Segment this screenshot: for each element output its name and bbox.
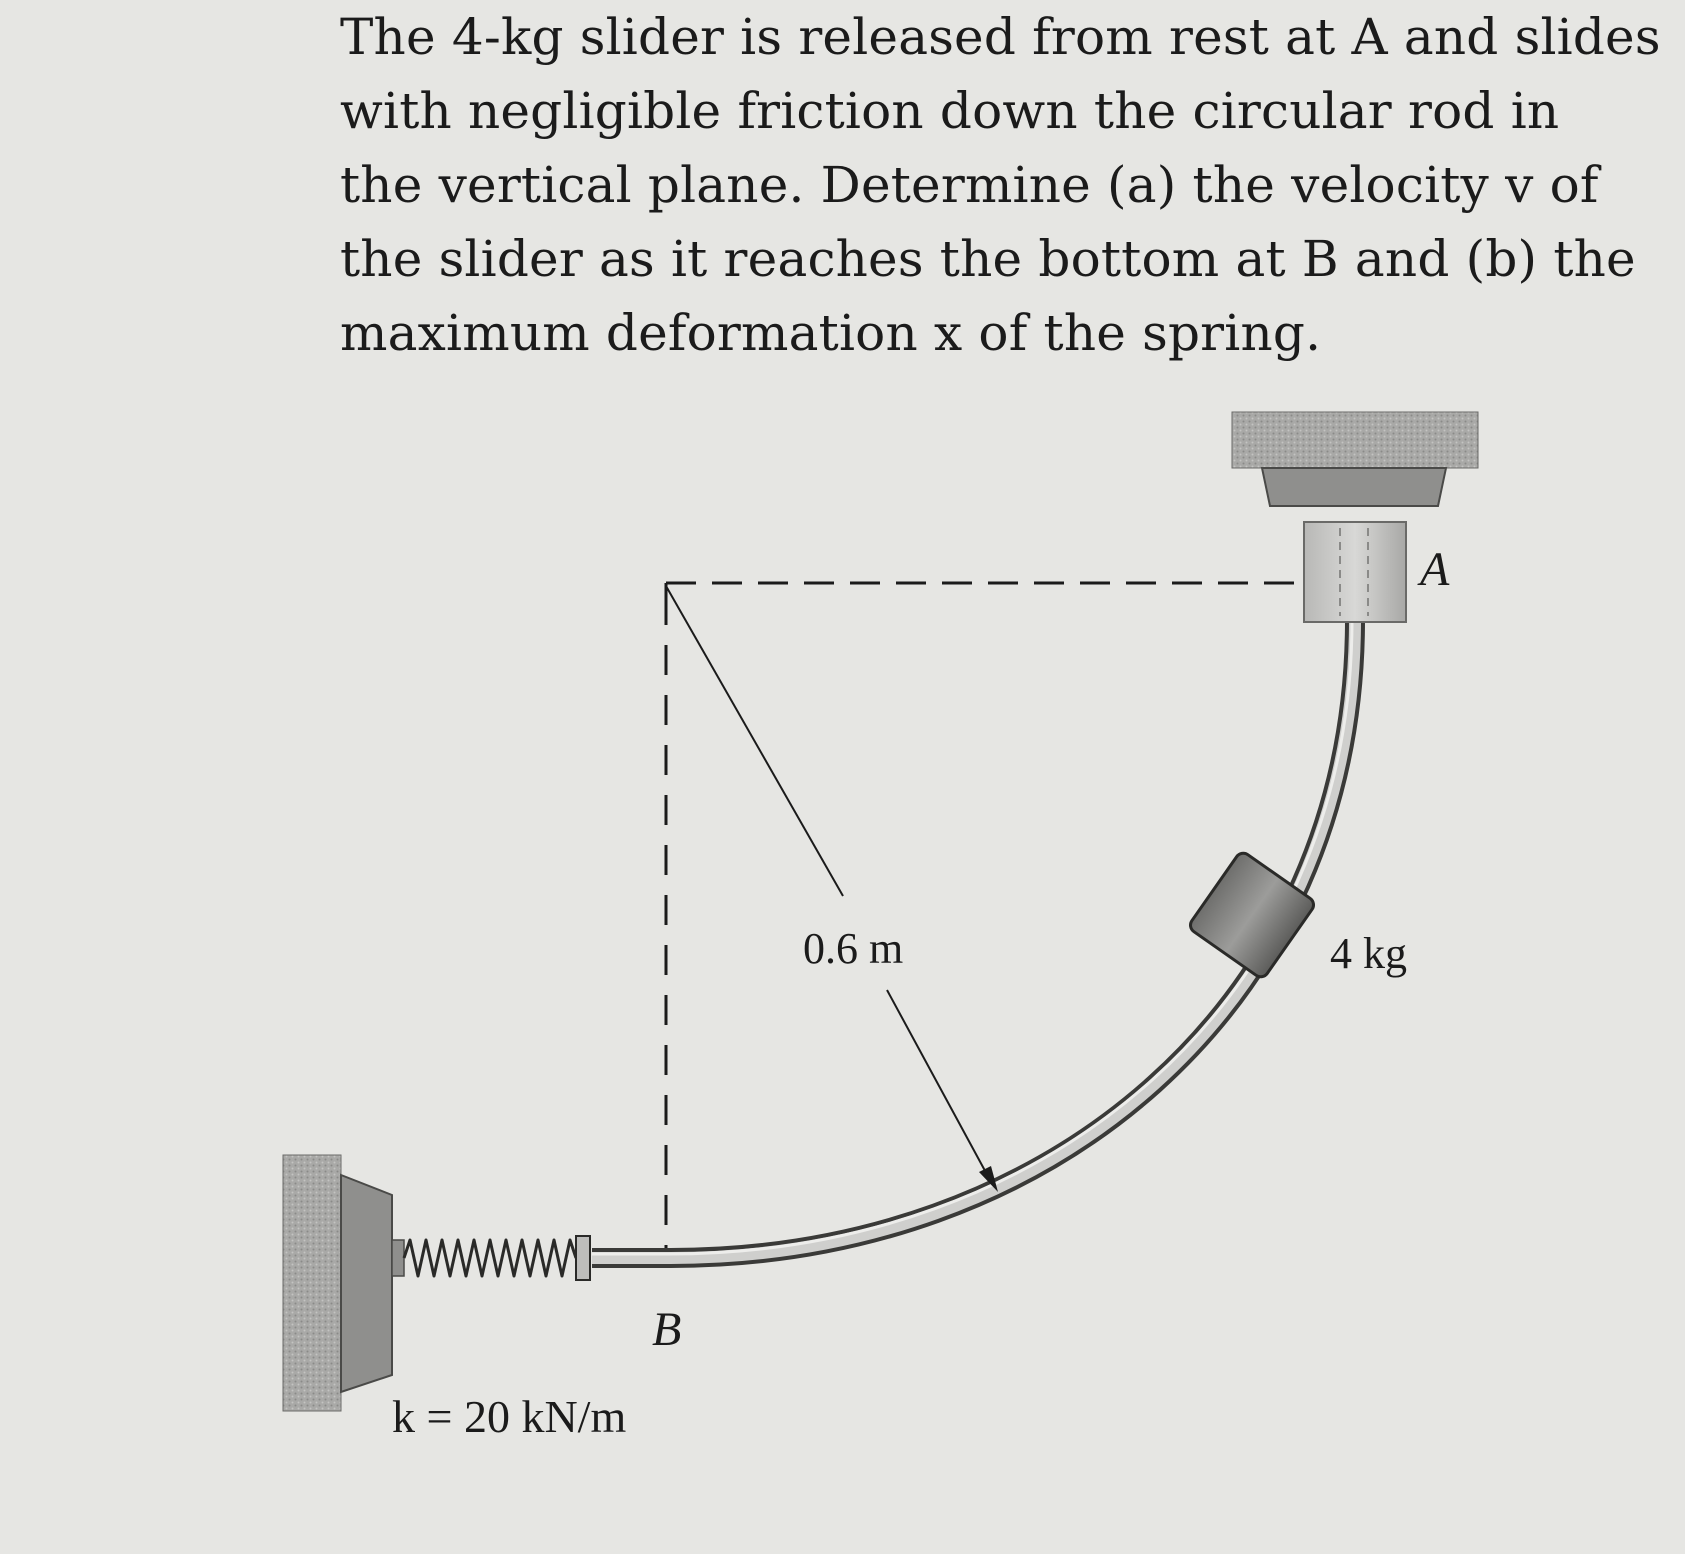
top-support — [1231, 411, 1479, 507]
radius-dimension — [665, 585, 998, 1192]
slider-block — [1189, 851, 1315, 979]
problem-line-4: the slider as it reaches the bottom at B… — [340, 230, 1636, 288]
problem-statement: The 4-kg slider is released from rest at… — [340, 0, 1661, 370]
label-mass: 4 kg — [1330, 929, 1407, 978]
problem-line-3: the vertical plane. Determine (a) the ve… — [340, 156, 1599, 214]
left-wall-support — [282, 1154, 393, 1412]
problem-line-2: with negligible friction down the circul… — [340, 82, 1560, 140]
label-point-b: B — [652, 1303, 681, 1356]
label-spring-constant: k = 20 kN/m — [392, 1391, 626, 1442]
problem-line-5: maximum deformation x of the spring. — [340, 304, 1322, 362]
circular-rod — [592, 619, 1365, 1269]
spring — [391, 1235, 591, 1281]
dashed-reference-lines — [664, 581, 1302, 1250]
slider-at-a — [1303, 521, 1407, 623]
label-point-a: A — [1417, 543, 1450, 596]
problem-line-1: The 4-kg slider is released from rest at… — [340, 8, 1661, 66]
label-radius: 0.6 m — [803, 924, 903, 973]
